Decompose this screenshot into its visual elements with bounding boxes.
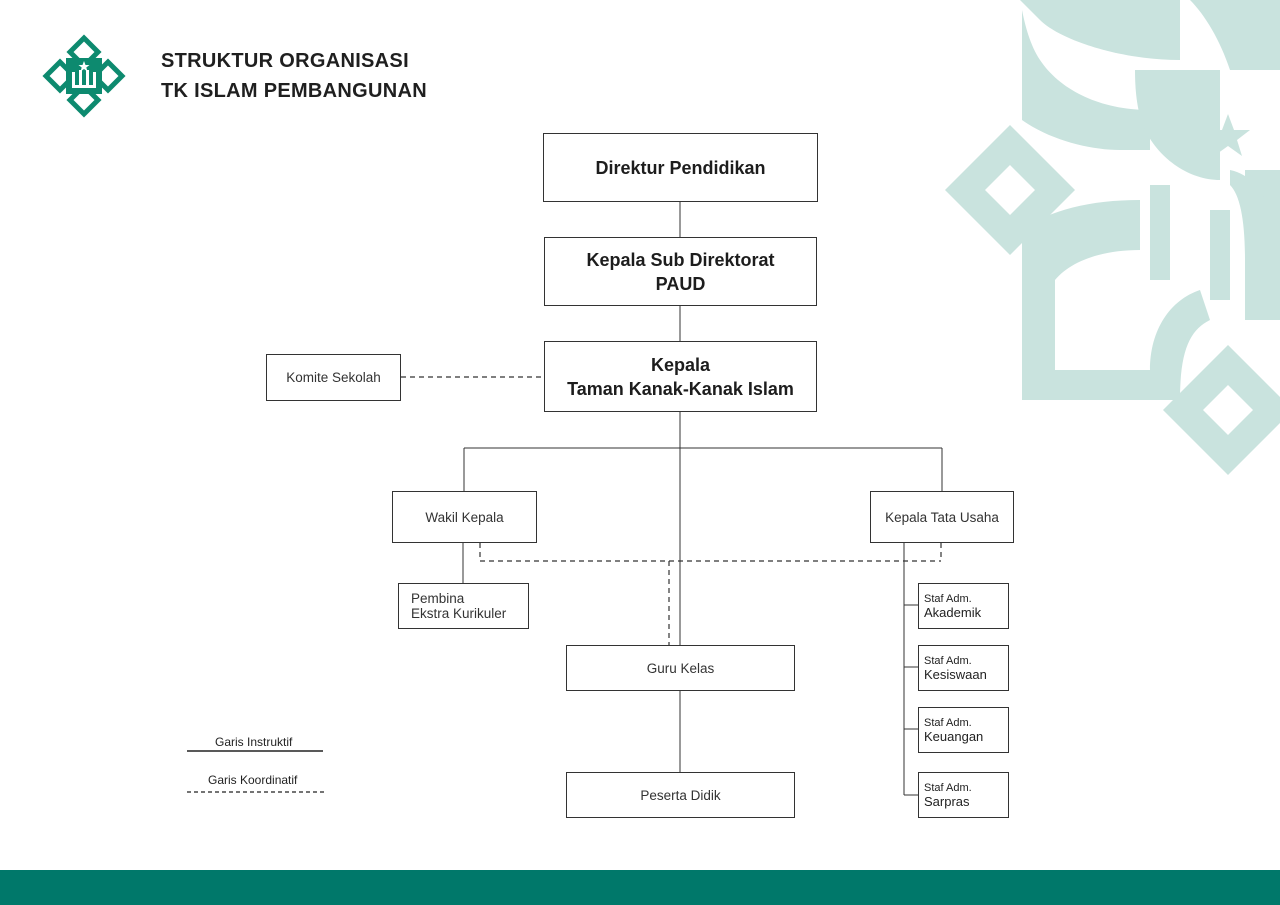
box-kepala-sub-direktorat: Kepala Sub Direktorat PAUD	[544, 237, 817, 306]
box-wakil-label: Wakil Kepala	[425, 509, 504, 525]
box-guru-kelas: Guru Kelas	[566, 645, 795, 691]
box-direktur-pendidikan: Direktur Pendidikan	[543, 133, 818, 202]
box-staf-sarpras: Staf Adm. Sarpras	[918, 772, 1009, 818]
legend-solid-line	[187, 750, 323, 752]
box-guru-label: Guru Kelas	[646, 660, 715, 676]
legend-instruktif-label: Garis Instruktif	[215, 735, 293, 749]
staf-keuangan-label-1: Staf Adm.	[924, 717, 972, 729]
box-kepala-label-1: Kepala	[650, 354, 711, 375]
footer-band	[0, 870, 1280, 905]
box-pembina-ekstra: Pembina Ekstra Kurikuler	[398, 583, 529, 629]
box-komite-sekolah: Komite Sekolah	[266, 354, 401, 401]
box-kepala-tata-usaha: Kepala Tata Usaha	[870, 491, 1014, 543]
staf-sarpras-label-2: Sarpras	[924, 794, 970, 809]
box-tata-usaha-label: Kepala Tata Usaha	[885, 509, 999, 525]
staf-kesiswaan-label-1: Staf Adm.	[924, 655, 972, 667]
school-logo-icon	[42, 34, 126, 118]
staf-akademik-label-1: Staf Adm.	[924, 593, 972, 605]
staf-kesiswaan-label-2: Kesiswaan	[924, 667, 987, 682]
staf-keuangan-label-2: Keuangan	[924, 729, 984, 744]
box-kasubdit-label-1: Kepala Sub Direktorat	[586, 249, 775, 270]
box-kepala-tk: Kepala Taman Kanak-Kanak Islam	[544, 341, 817, 412]
box-peserta-label: Peserta Didik	[640, 787, 721, 803]
box-pembina-label-2: Ekstra Kurikuler	[411, 606, 507, 621]
box-kasubdit-label-2: PAUD	[655, 273, 706, 294]
box-staf-keuangan: Staf Adm. Keuangan	[918, 707, 1009, 753]
page-title-line-2: TK ISLAM PEMBANGUNAN	[161, 80, 427, 102]
staf-sarpras-label-1: Staf Adm.	[924, 782, 972, 794]
page-title-line-1: STRUKTUR ORGANISASI	[161, 50, 409, 72]
box-kepala-label-2: Taman Kanak-Kanak Islam	[567, 378, 794, 399]
legend-dashed-line	[187, 791, 325, 793]
staf-akademik-label-2: Akademik	[924, 605, 982, 620]
box-komite-label: Komite Sekolah	[286, 370, 381, 385]
box-direktur-label: Direktur Pendidikan	[595, 157, 766, 178]
box-pembina-label-1: Pembina	[411, 591, 465, 606]
legend-koordinatif-label: Garis Koordinatif	[208, 773, 298, 787]
box-wakil-kepala: Wakil Kepala	[392, 491, 537, 543]
box-staf-kesiswaan: Staf Adm. Kesiswaan	[918, 645, 1009, 691]
box-staf-akademik: Staf Adm. Akademik	[918, 583, 1009, 629]
box-peserta-didik: Peserta Didik	[566, 772, 795, 818]
